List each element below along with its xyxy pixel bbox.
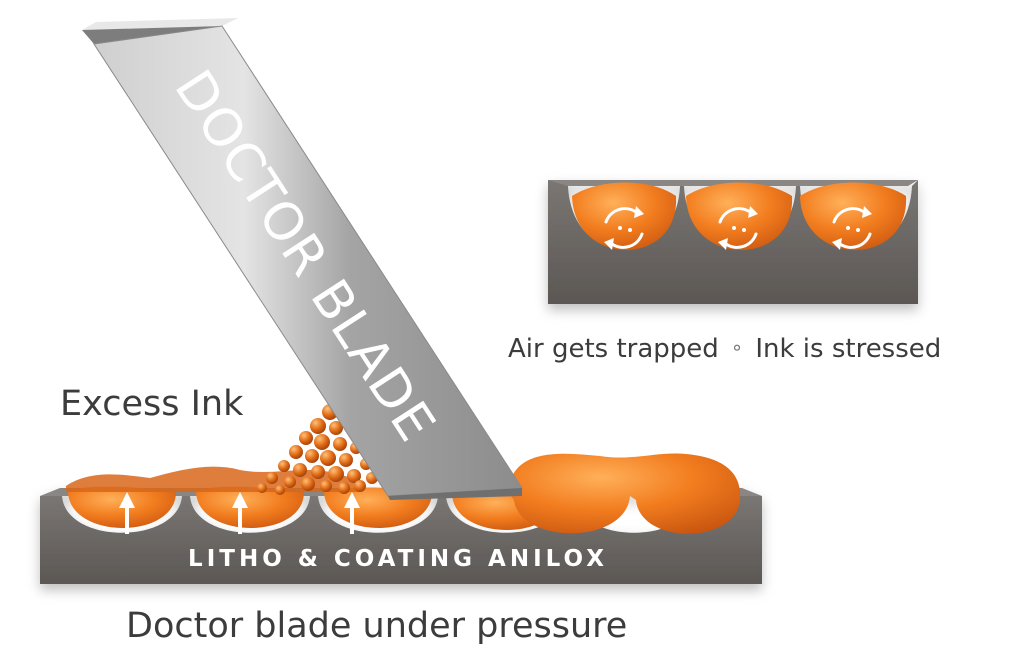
ink-cell-2 — [196, 486, 304, 528]
arrow-up-icon — [119, 492, 135, 534]
upward-pressure-arrows — [119, 492, 360, 534]
excess-ink-label: Excess Ink — [60, 384, 244, 424]
arrow-up-icon — [232, 492, 248, 534]
inset-caption-right: Ink is stressed — [755, 334, 942, 364]
ink-flood — [508, 453, 741, 534]
blade-tip — [388, 488, 522, 500]
inset-ink-cells — [572, 182, 907, 250]
circular-arrows-icon — [604, 206, 644, 250]
inset-caption: Air gets trapped ∘ Ink is stressed — [508, 334, 941, 364]
caption-separator: ∘ — [730, 335, 744, 359]
ink-droplets — [257, 404, 378, 495]
inset-body — [548, 180, 918, 304]
circular-arrows-icon — [832, 206, 872, 250]
anilox-label: LITHO & COATING ANILOX — [188, 546, 608, 572]
circular-arrows-icon — [718, 206, 758, 250]
inset-caption-left: Air gets trapped — [508, 334, 719, 364]
blade-edge — [82, 18, 238, 30]
arrow-up-icon — [344, 492, 360, 534]
inset-circulation — [604, 206, 872, 250]
doctor-blade: DOCTOR BLADE — [82, 18, 523, 500]
main-caption: Doctor blade under pressure — [126, 606, 628, 646]
